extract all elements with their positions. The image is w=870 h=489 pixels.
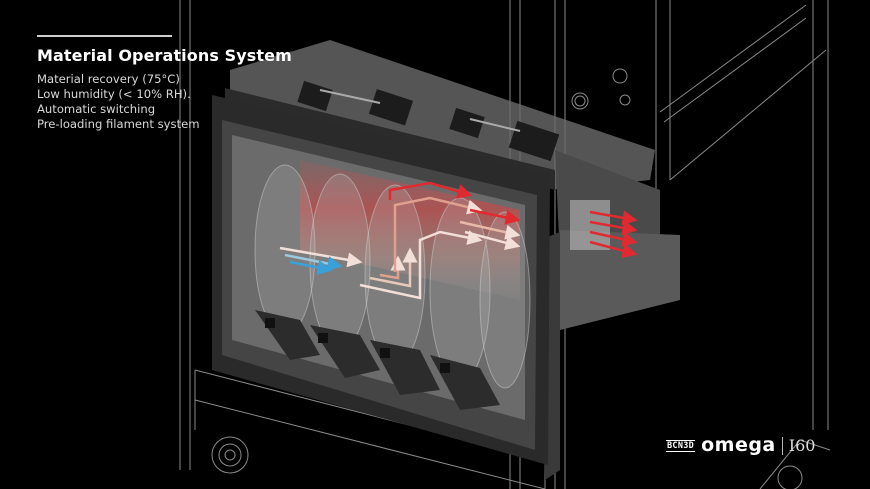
feature-item: Low humidity (< 10% RH). — [37, 87, 191, 101]
model-name: I60 — [788, 436, 816, 455]
feature-item: Material recovery (75°C) — [37, 72, 180, 86]
feature-list: Material recovery (75°C) Low humidity (<… — [37, 72, 200, 132]
cabinet-side-lower — [560, 230, 680, 330]
spool-holders — [255, 310, 500, 410]
heat-zone — [300, 160, 520, 300]
headline-title: Material Operations System — [37, 46, 292, 65]
product-name: omega — [701, 434, 776, 456]
airflow-arrows — [279, 181, 521, 300]
maker-logo: BCN3D — [666, 439, 696, 452]
brand-logo: BCN3D omega I60 — [666, 436, 815, 455]
logo-divider — [781, 436, 783, 455]
feature-item: Automatic switching — [37, 102, 156, 116]
exhaust-arrows — [589, 210, 638, 259]
title-rule — [37, 35, 172, 37]
feature-item: Pre-loading filament system — [37, 117, 200, 131]
